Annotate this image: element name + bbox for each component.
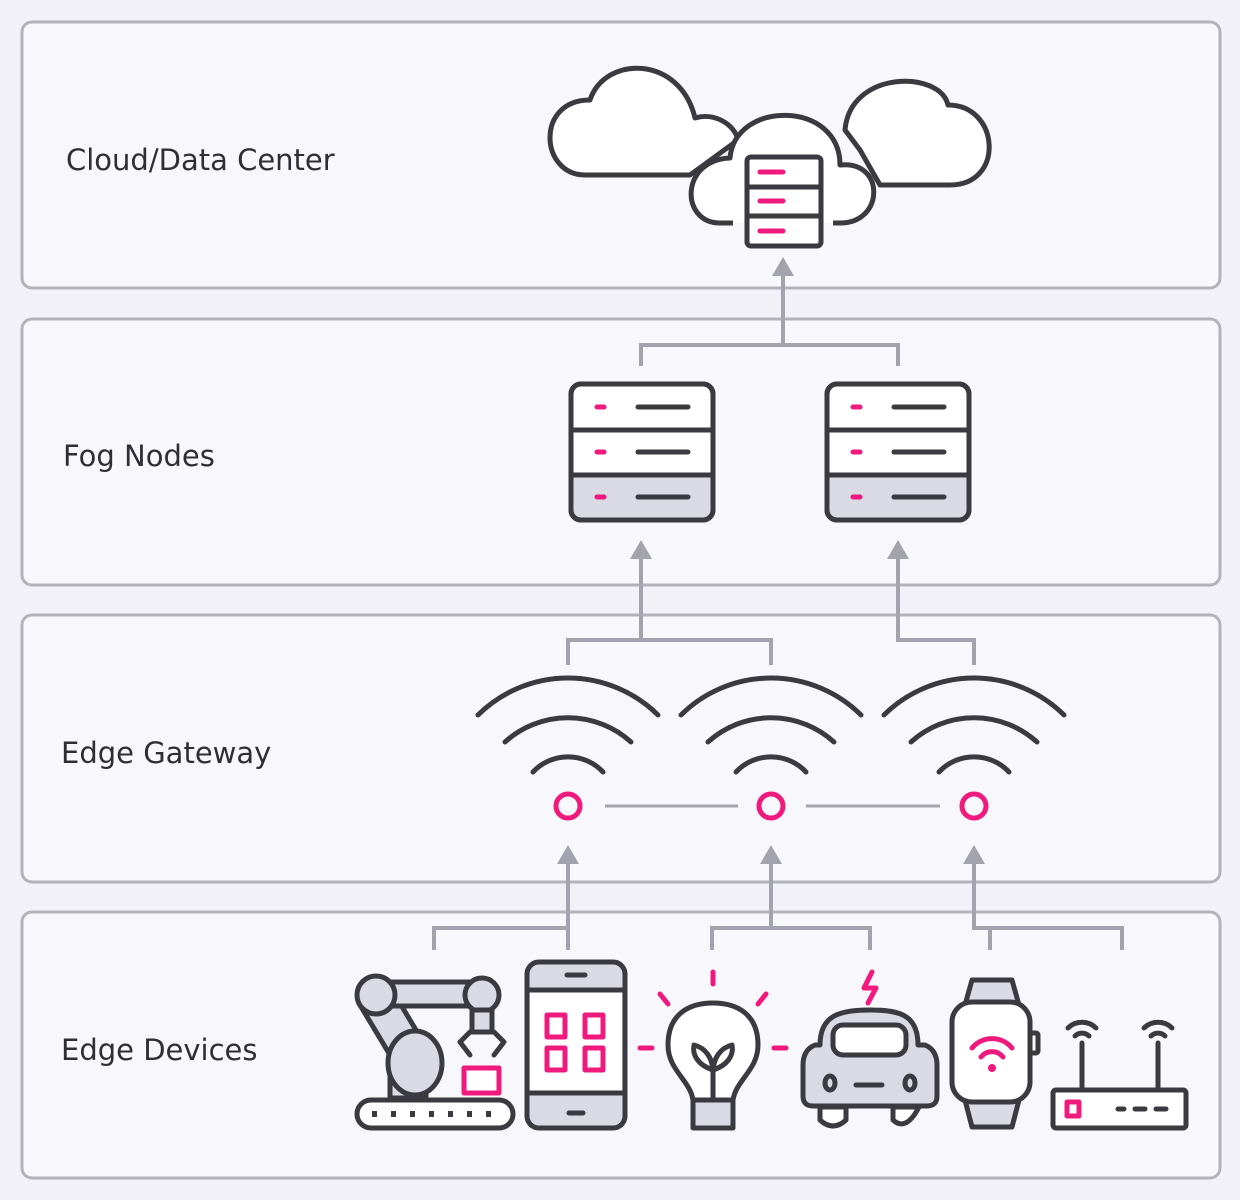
router-icon (1050, 1019, 1189, 1131)
layer-label-devices: Edge Devices (61, 1033, 258, 1067)
server-rack-icon (824, 381, 972, 523)
robot-arm-icon (354, 973, 516, 1131)
connector-devices-to-gateway (432, 845, 1124, 950)
wifi-gateway-icon (475, 675, 661, 821)
smartwatch-icon (949, 977, 1041, 1130)
wifi-gateway-icon (881, 675, 1067, 821)
smartphone-icon (524, 959, 628, 1131)
connector-fog-to-cloud (639, 257, 900, 366)
wifi-gateway-icon (678, 675, 864, 821)
electric-car-icon (800, 969, 940, 1129)
layer-label-fog: Fog Nodes (63, 439, 215, 473)
server-rack-icon (568, 381, 716, 523)
cloud-server-icon (547, 65, 992, 249)
layer-label-gateway: Edge Gateway (61, 736, 271, 770)
layer-panel-gateway (20, 613, 1222, 884)
smart-bulb-icon (637, 969, 789, 1131)
layer-label-cloud: Cloud/Data Center (66, 143, 335, 177)
connector-gateway-to-fog (566, 540, 976, 665)
